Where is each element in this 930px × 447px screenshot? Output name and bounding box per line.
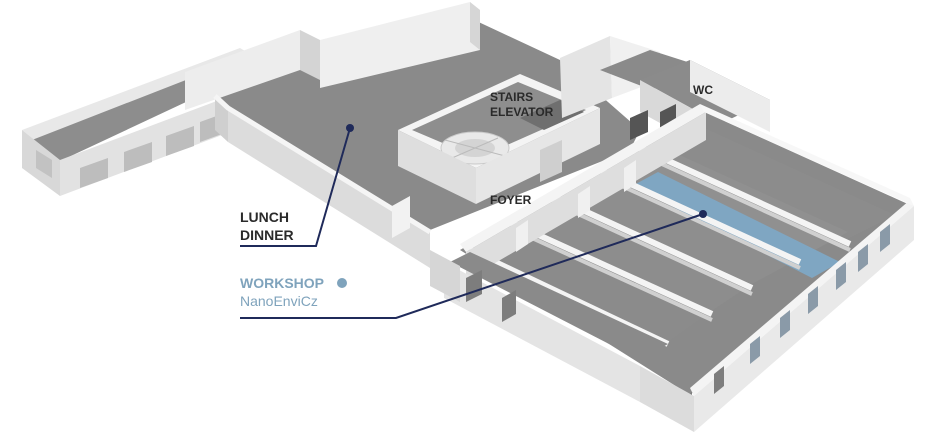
label-workshop-sub: NanoEnviCz [240, 293, 318, 309]
label-dinner: DINNER [240, 227, 294, 243]
label-workshop: WORKSHOP [240, 275, 324, 291]
stairs-elevator-block [398, 74, 600, 204]
workshop-marker [699, 210, 707, 218]
lunch-marker [346, 124, 354, 132]
workshop-legend-dot [337, 278, 347, 288]
wc-rooms [560, 36, 770, 156]
leader-lines [240, 124, 707, 319]
label-elevator: ELEVATOR [490, 105, 554, 119]
label-foyer: FOYER [490, 193, 532, 207]
workshop-leader-line [240, 213, 704, 319]
lunch-leader-line [240, 127, 351, 247]
label-lunch: LUNCH [240, 209, 289, 225]
workshop-room-highlight [632, 172, 840, 278]
workshop-rooms [460, 104, 914, 432]
label-wc: WC [693, 83, 713, 97]
label-stairs: STAIRS [490, 90, 533, 104]
bottom-room [430, 250, 694, 432]
text-labels: STAIRS ELEVATOR WC FOYER LUNCH DINNER WO… [240, 83, 713, 309]
